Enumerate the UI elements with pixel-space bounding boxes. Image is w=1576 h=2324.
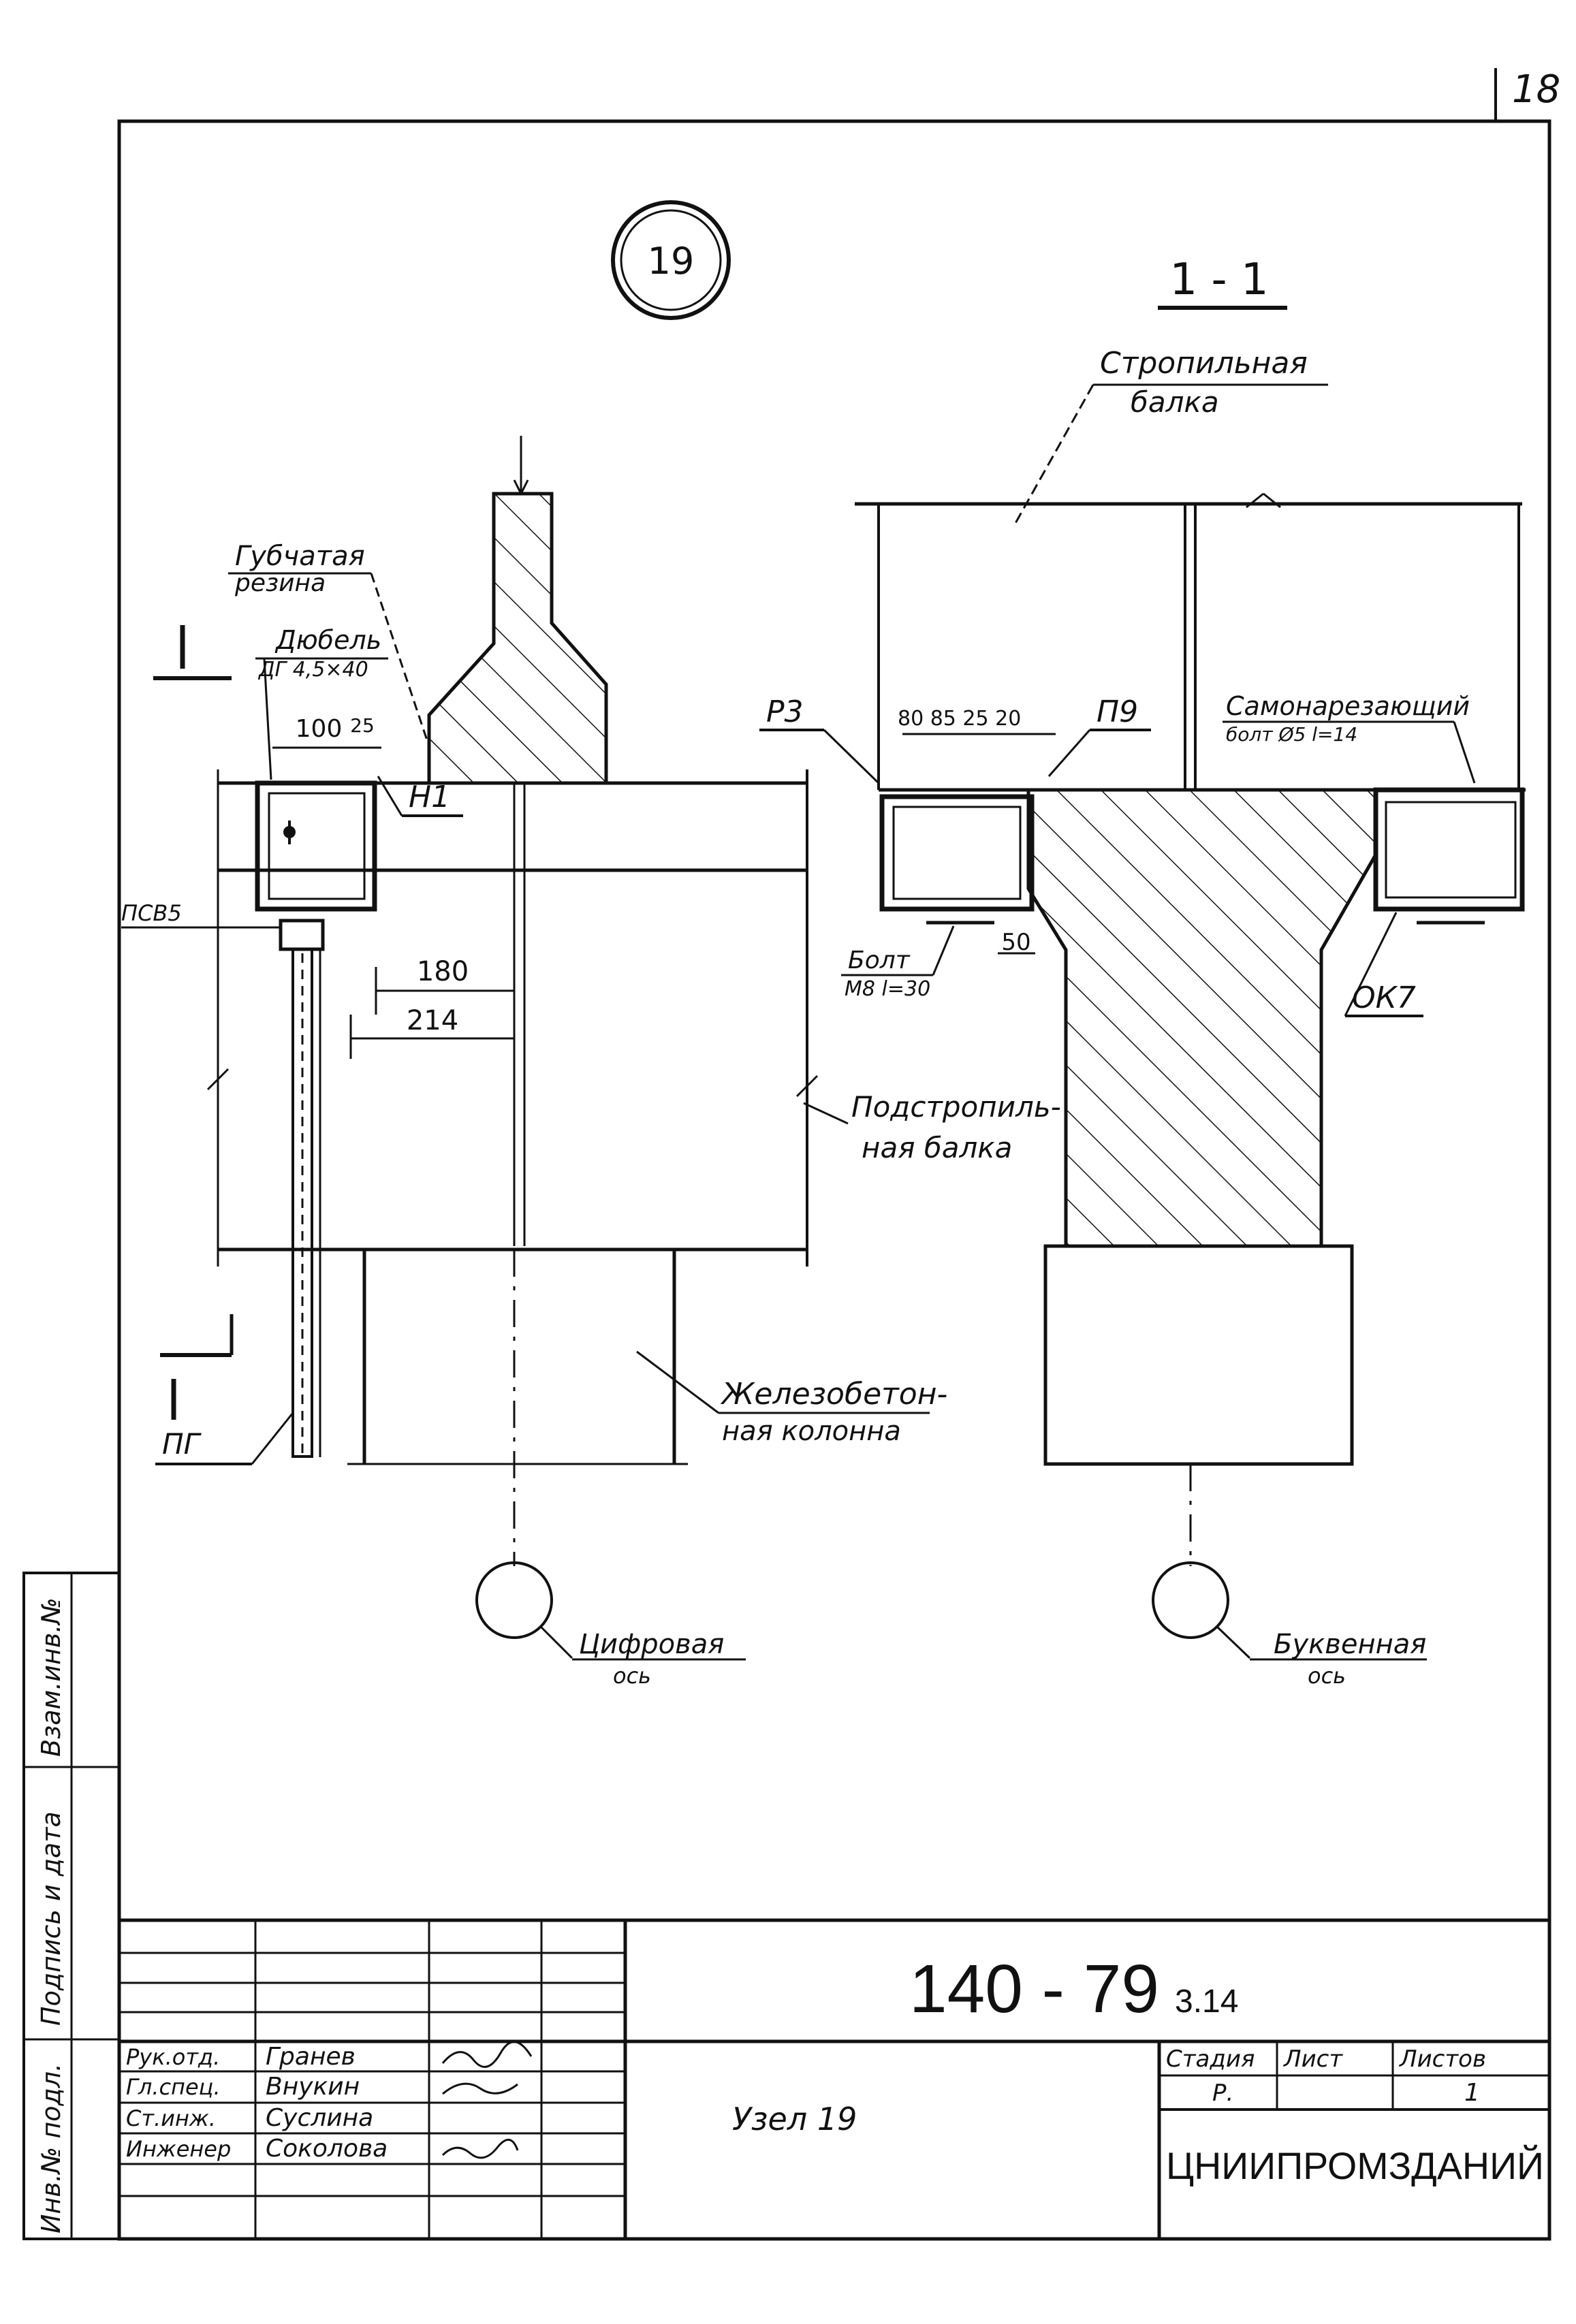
hdr-sheets: Листов (1398, 2046, 1486, 2073)
sheet-title: Узел 19 (732, 2101, 857, 2137)
node-marker-number: 19 (648, 240, 695, 283)
node-marker: 19 (611, 200, 731, 320)
tb-name-2: Внукин (266, 2073, 360, 2101)
dims-top: 80 85 25 20 (898, 707, 1021, 731)
val-stage: Р. (1212, 2080, 1233, 2107)
label-subbeam-2: ная балка (862, 1131, 1012, 1164)
axis-label-left-2: ось (613, 1663, 651, 1689)
label-bolt-2: М8 l=30 (845, 977, 930, 1001)
label-subbeam-1: Подстропиль- (851, 1090, 1061, 1124)
doc-number: 140 - 79 (909, 1951, 1159, 2027)
tb-name-4: Соколова (266, 2135, 388, 2163)
label-column-1: Железобетон- (720, 1377, 947, 1412)
tag-p3: Р3 (766, 695, 804, 729)
label-bolt-1: Болт (848, 946, 911, 974)
dim-100: 100 (296, 715, 343, 743)
tag-psv5: ПСВ5 (121, 900, 182, 926)
dim-50: 50 (1001, 929, 1030, 956)
tb-signature-1 (441, 2041, 533, 2068)
dim-214: 214 (407, 1005, 458, 1036)
title-block: Рук.отд. Гранев Гл.спец. Внукин Ст.инж. … (117, 1918, 1551, 2241)
label-rubber-1: Губчатая (235, 541, 365, 572)
label-dowel-1: Дюбель (274, 625, 381, 655)
tb-role-3: Ст.инж. (126, 2105, 216, 2131)
org-name: ЦНИИПРОМЗДАНИЙ (1166, 2144, 1544, 2187)
label-dowel-2: ДГ 4,5×40 (257, 658, 368, 682)
tb-role-1: Рук.отд. (126, 2044, 220, 2070)
axis-label-right-2: ось (1308, 1663, 1346, 1689)
doc-suffix: 3.14 (1175, 1984, 1238, 2020)
dim-180: 180 (417, 956, 469, 987)
dim-25: 25 (350, 714, 375, 737)
tb-signature-4 (441, 2139, 519, 2159)
hdr-stage: Стадия (1166, 2046, 1255, 2073)
axis-label-left-1: Цифровая (579, 1629, 724, 1660)
tag-ok7: ОК7 (1352, 981, 1416, 1015)
hdr-sheet: Лист (1282, 2046, 1343, 2073)
side-stamp-col1: Взам.инв.№ (36, 1597, 66, 1757)
val-sheets: 1 (1464, 2079, 1480, 2107)
sheet-frame: 18 (117, 67, 1560, 2241)
label-rafter-2: балка (1131, 385, 1219, 419)
tb-role-2: Гл.спец. (126, 2074, 221, 2100)
tag-pg: ПГ (162, 1427, 202, 1461)
left-view: 100 25 180 214 1 1 Губчатая резина Дюбел… (121, 436, 1061, 1689)
axis-label-right-1: Буквенная (1274, 1629, 1426, 1660)
tb-name-1: Гранев (266, 2043, 356, 2071)
label-rafter-1: Стропильная (1100, 346, 1308, 381)
tag-h1: Н1 (409, 780, 450, 814)
tag-p9: П9 (1097, 695, 1138, 729)
label-screw-1: Самонарезающий (1226, 691, 1470, 721)
tb-signature-2 (442, 2082, 518, 2095)
page-number: 18 (1512, 67, 1560, 112)
side-stamp-col2: Подпись и дата (36, 1811, 66, 2026)
side-stamp: Взам.инв.№ Подпись и дата Инв.№ подл. (22, 1572, 121, 2240)
right-view: Стропильная балка Р3 80 85 25 20 П9 Само… (759, 346, 1526, 1689)
side-stamp-col3: Инв.№ подл. (36, 2063, 66, 2233)
label-screw-2: болт Ø5 l=14 (1226, 723, 1357, 746)
tb-name-3: Суслина (266, 2104, 373, 2132)
tb-role-4: Инженер (126, 2136, 231, 2162)
section-mark: 1 - 1 (1158, 255, 1287, 310)
label-column-2: ная колонна (722, 1416, 901, 1447)
section-mark-text: 1 - 1 (1169, 255, 1268, 305)
label-rubber-2: резина (234, 569, 326, 597)
